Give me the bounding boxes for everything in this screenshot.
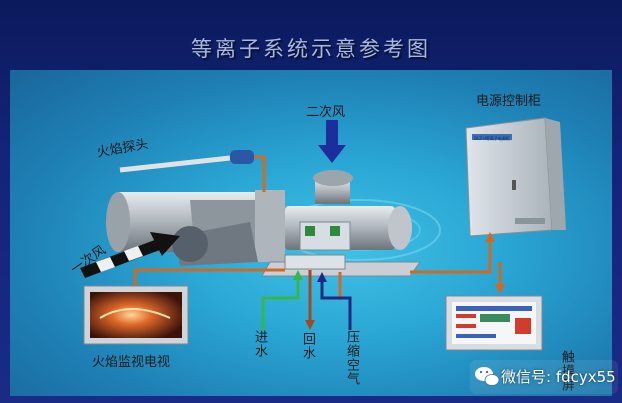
- watermark-text: 微信号: fdcyx55: [501, 366, 616, 387]
